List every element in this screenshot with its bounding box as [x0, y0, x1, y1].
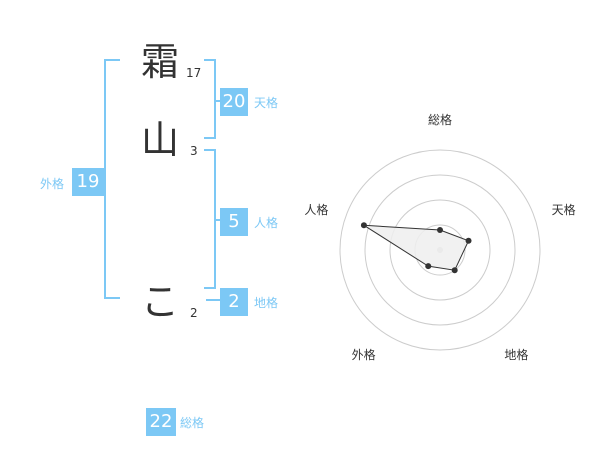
radar-axis-label-1: 天格: [552, 202, 576, 217]
gaikaku-bracket: [104, 59, 120, 299]
name-char-1: 霜: [140, 40, 179, 84]
radar-point-2: [451, 267, 458, 274]
radar-point-0: [437, 227, 443, 233]
radar-ring-2: [389, 199, 491, 301]
name-char-2: 山: [140, 118, 179, 162]
radar-axis-label-4: 人格: [304, 202, 328, 217]
radar-axis-label-2: 地格: [504, 347, 528, 362]
radar-point-1: [465, 237, 472, 244]
tenkaku-label: 天格: [254, 96, 279, 110]
radar-axis-label-0: 総格: [428, 112, 452, 127]
chikaku-value-badge: 2: [220, 288, 248, 316]
name-char-3: こ: [140, 280, 179, 324]
chikaku-label: 地格: [254, 296, 279, 310]
name-char-1-strokes: 17: [186, 66, 202, 80]
jinkaku-connector: [216, 219, 220, 221]
tenkaku-connector: [216, 100, 220, 102]
name-char-3-strokes: 2: [190, 306, 198, 320]
chikaku-connector: [206, 299, 220, 301]
soukaku-value-badge: 22: [146, 408, 176, 436]
jinkaku-value-badge: 5: [220, 208, 248, 236]
radar-point-4: [360, 222, 367, 229]
name-char-2-strokes: 3: [190, 144, 198, 158]
soukaku-label: 総格: [180, 416, 205, 430]
gaikaku-value-badge: 19: [72, 168, 104, 196]
tenkaku-value-badge: 20: [220, 88, 248, 116]
jinkaku-bracket: [204, 149, 216, 289]
radar-point-3: [425, 263, 432, 270]
gaikaku-label: 外格: [40, 177, 65, 191]
radar-axis-label-3: 外格: [352, 347, 376, 362]
radar-series-0: [363, 224, 470, 271]
radar-ring-3: [364, 174, 516, 326]
tenkaku-bracket: [204, 59, 216, 139]
jinkaku-label: 人格: [254, 216, 279, 230]
radar-ring-4: [339, 149, 541, 351]
